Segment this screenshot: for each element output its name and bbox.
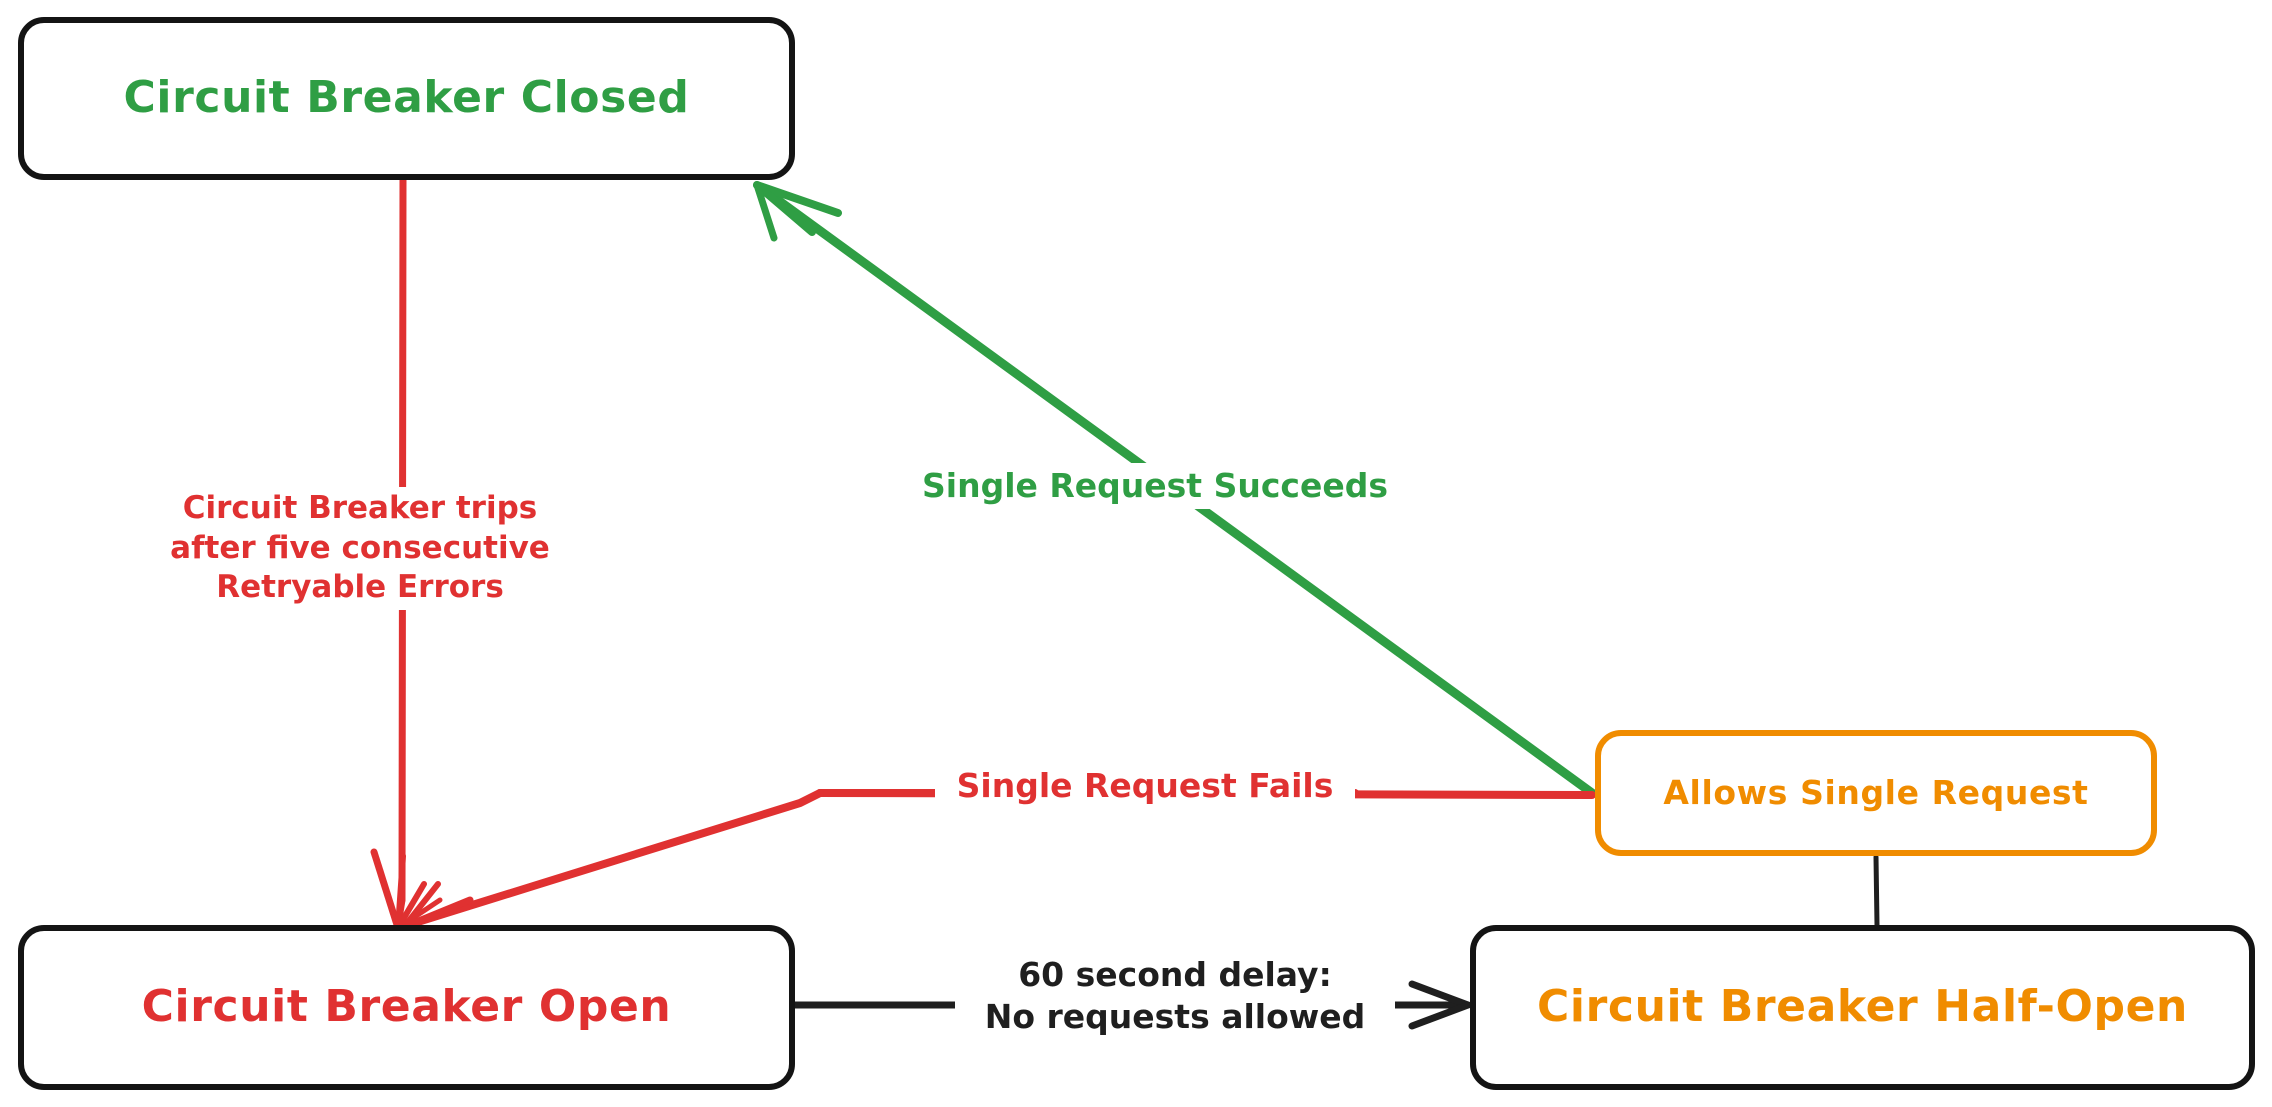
node-label-half-open: Circuit Breaker Half-Open	[1537, 981, 2188, 1033]
edge-delay	[791, 980, 1472, 1030]
edge-label-trips: Circuit Breaker trips after five consecu…	[150, 487, 570, 611]
edge-label-single-request-fails: Single Request Fails	[935, 763, 1355, 810]
node-circuit-breaker-closed[interactable]: Circuit Breaker Closed	[18, 17, 795, 180]
edge-label-single-request-succeeds: Single Request Succeeds	[905, 463, 1405, 510]
node-label-allows: Allows Single Request	[1663, 772, 2089, 812]
node-label-closed: Circuit Breaker Closed	[123, 72, 690, 124]
edge-fails	[400, 789, 1596, 931]
edge-label-60-second-delay: 60 second delay: No requests allowed	[955, 952, 1395, 1041]
node-allows-single-request[interactable]: Allows Single Request	[1595, 730, 2157, 856]
node-label-open: Circuit Breaker Open	[141, 981, 672, 1033]
node-circuit-breaker-open[interactable]: Circuit Breaker Open	[18, 925, 795, 1090]
node-circuit-breaker-half-open[interactable]: Circuit Breaker Half-Open	[1470, 925, 2255, 1090]
edge-half-to-allows	[1873, 854, 1880, 928]
